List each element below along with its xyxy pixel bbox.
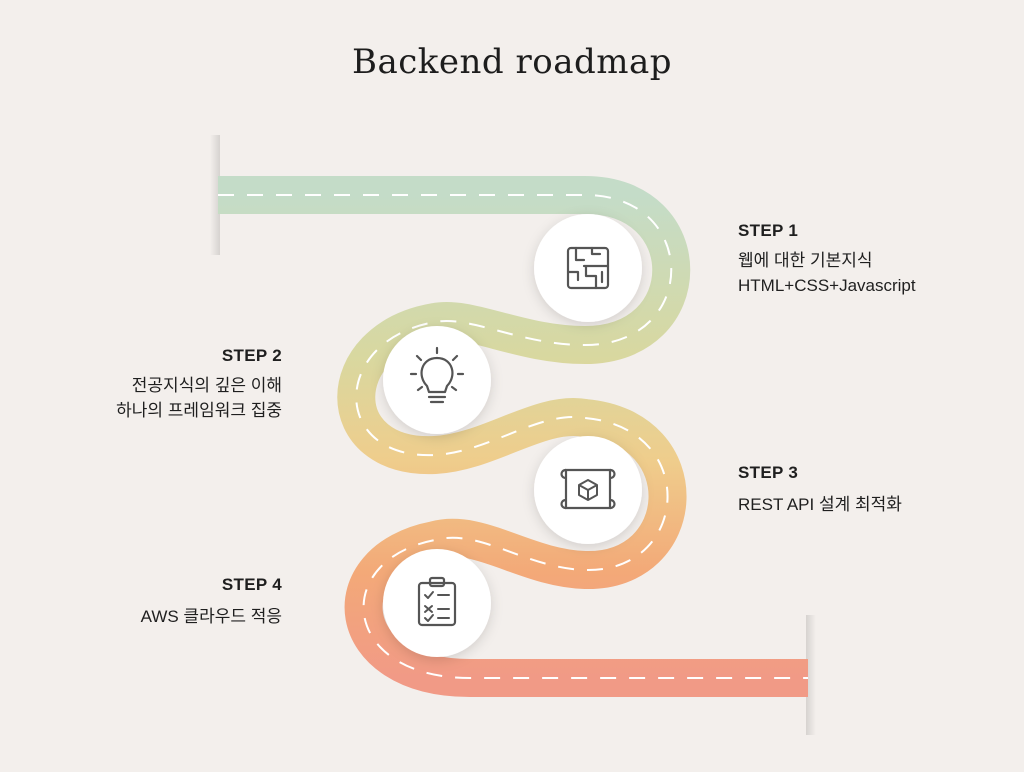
- road-start-shadow: [210, 135, 220, 255]
- step2-circle: [383, 326, 491, 434]
- page-title: Backend roadmap: [351, 42, 673, 82]
- road-path: [218, 176, 808, 697]
- step-2-label: STEP 2: [221, 346, 282, 365]
- step-1-line-1: 웹에 대한 기본지식: [738, 251, 873, 270]
- checklist-icon: [417, 576, 457, 627]
- step-1-line-2: HTML+CSS+Javascript: [738, 276, 916, 295]
- step-2-line-2: 하나의 프레임워크 집중: [116, 401, 282, 420]
- step-3-line-1: REST API 설계 최적화: [738, 495, 902, 514]
- step-3-label: STEP 3: [738, 463, 799, 482]
- step-2-description: STEP 2 전공지식의 깊은 이해 하나의 프레임워크 집중: [20, 346, 282, 423]
- step1-circle: [534, 214, 642, 322]
- step-1-label: STEP 1: [738, 221, 799, 240]
- road-end-shadow: [806, 615, 816, 735]
- step-4-line-1: AWS 클라우드 적응: [140, 607, 282, 626]
- road-center-dashes: [218, 194, 808, 679]
- blueprint-icon: [560, 468, 616, 510]
- step-2-line-1: 전공지식의 깊은 이해: [131, 376, 282, 395]
- lightbulb-icon: [409, 346, 465, 404]
- step-1-description: STEP 1 웹에 대한 기본지식 HTML+CSS+Javascript: [738, 221, 998, 298]
- maze-icon: [566, 246, 610, 290]
- step-3-description: STEP 3 REST API 설계 최적화: [738, 463, 998, 517]
- step-4-description: STEP 4 AWS 클라우드 적응: [20, 575, 282, 629]
- step4-circle: [383, 549, 491, 657]
- step-4-label: STEP 4: [221, 575, 282, 594]
